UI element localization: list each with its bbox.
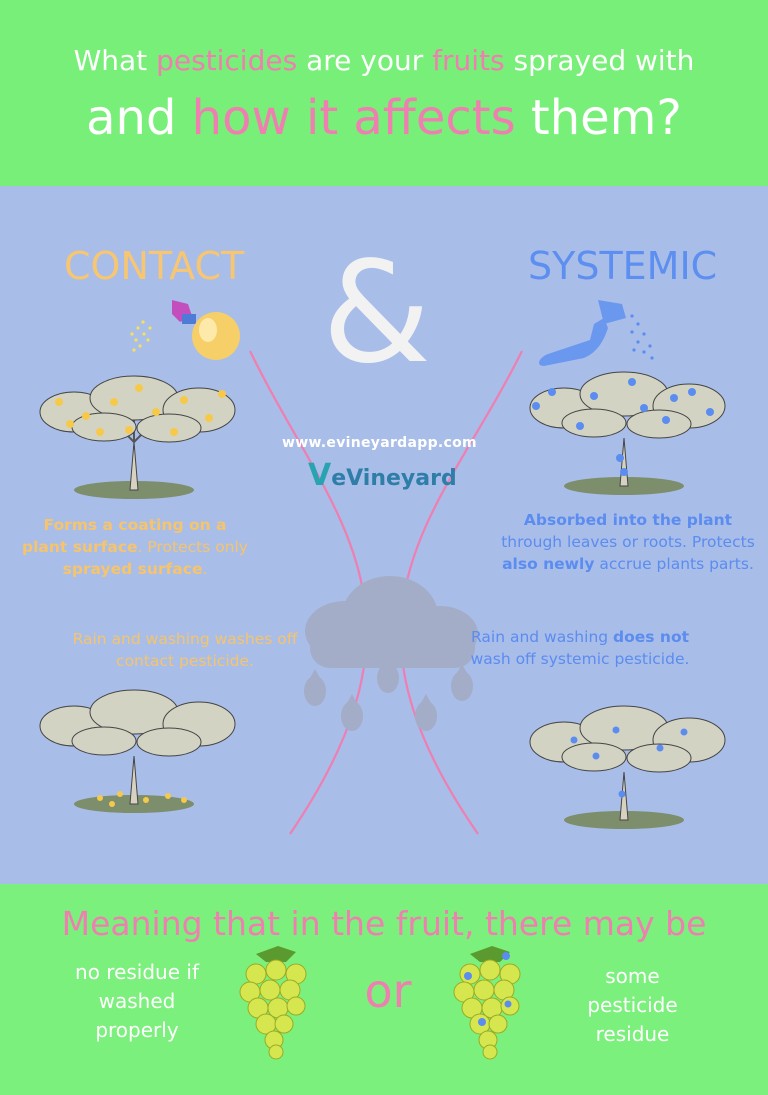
headline-line-2: and how it affects them? xyxy=(0,90,768,146)
contact-rain-text: Rain and washing washes off contact pest… xyxy=(72,630,298,670)
tree-icon xyxy=(39,689,236,813)
website-url[interactable]: www.evineyardapp.com xyxy=(282,435,477,451)
desc-text: accrue plants parts. xyxy=(594,555,754,573)
systemic-rain-text: Rain and washing does not wash off syste… xyxy=(460,626,700,670)
headline-text: are your xyxy=(297,44,433,77)
headline-text: them? xyxy=(515,90,682,146)
desc-bold: Forms a coating on a plant surface xyxy=(22,516,227,556)
desc-text: wash off systemic pesticide. xyxy=(470,650,690,668)
footer-banner: Meaning that in the fruit, there may be … xyxy=(0,884,768,1095)
logo-text: eVineyard xyxy=(331,466,457,491)
headline-accent: how it affects xyxy=(191,90,516,146)
ampersand: & xyxy=(322,232,432,395)
desc-text: Rain and washing xyxy=(470,628,614,646)
tree-icon xyxy=(529,371,726,495)
headline-accent: pesticides xyxy=(156,44,298,77)
headline-text: What xyxy=(73,44,157,77)
desc-bold: sprayed surface xyxy=(62,560,203,578)
systemic-description: Absorbed into the plant through leaves o… xyxy=(498,509,758,575)
grapes-icon xyxy=(453,946,521,1060)
desc-bold: does not xyxy=(613,628,690,646)
headline-text: and xyxy=(86,90,192,146)
contact-title: CONTACT xyxy=(64,244,245,288)
systemic-title: SYSTEMIC xyxy=(528,244,718,288)
headline-text: sprayed with xyxy=(504,44,695,77)
comparison-panel: CONTACT SYSTEMIC & xyxy=(0,186,768,884)
footer-title: Meaning that in the fruit, there may be xyxy=(61,904,707,943)
desc-text: . xyxy=(202,560,208,578)
spray-bottle-icon xyxy=(130,300,240,360)
header-banner: What pesticides are your fruits sprayed … xyxy=(0,0,768,186)
grapes-icon xyxy=(239,946,307,1060)
spray-gun-icon xyxy=(539,300,654,366)
desc-bold: Absorbed into the plant xyxy=(523,511,733,529)
headline-accent: fruits xyxy=(432,44,505,77)
or-label: or xyxy=(364,964,412,1018)
tree-icon xyxy=(39,375,236,499)
tree-icon xyxy=(529,705,726,829)
headline-line-1: What pesticides are your fruits sprayed … xyxy=(0,44,768,77)
desc-bold: also newly xyxy=(502,555,595,573)
desc-text: through leaves or roots. Protects xyxy=(501,533,755,551)
no-residue-label: no residue if washed properly xyxy=(75,960,199,1042)
desc-text: . Protects only xyxy=(137,538,248,556)
evineyard-logo: VeVineyard xyxy=(308,458,457,493)
logo-mark: V xyxy=(308,458,332,493)
residue-label: some pesticide residue xyxy=(587,964,678,1046)
divider-curves xyxy=(249,350,523,835)
rain-cloud-icon xyxy=(304,576,478,731)
contact-description: Forms a coating on a plant surface. Prot… xyxy=(20,514,250,580)
